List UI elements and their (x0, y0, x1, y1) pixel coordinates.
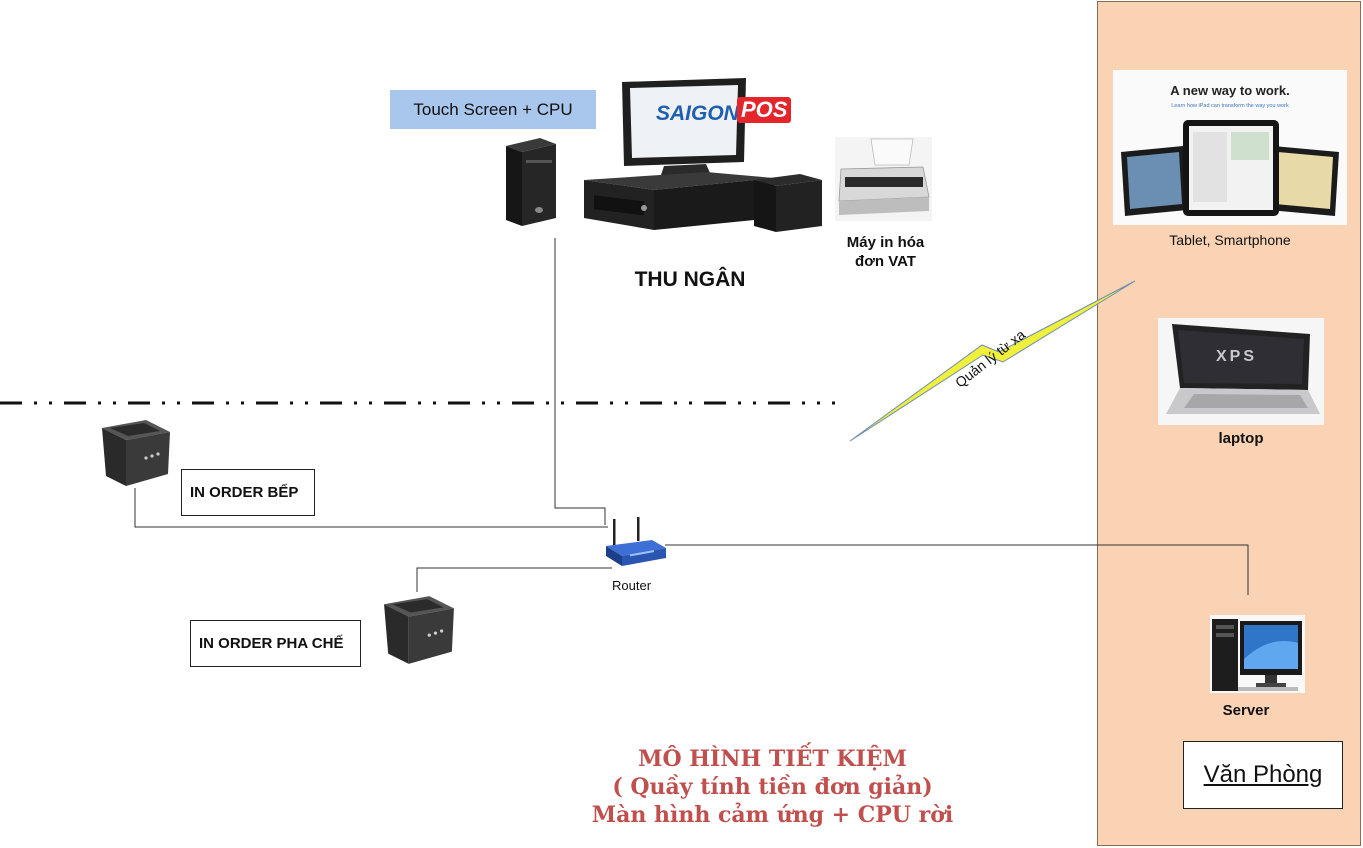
laptop-brand: XPS (1216, 348, 1258, 365)
vat-printer-label: Máy in hóa đơn VAT (838, 233, 933, 271)
laptop-image: XPS (1158, 318, 1324, 425)
pos-terminal-icon (584, 78, 774, 230)
kitchen-printer-icon (102, 420, 170, 486)
router-icon (606, 517, 666, 566)
diagram-title: MÔ HÌNH TIẾT KIỆM ( Quầy tính tiền đơn g… (560, 745, 985, 829)
cashier-label: THU NGÂN (634, 268, 746, 291)
vat-printer-icon (835, 137, 932, 221)
saigonpos-logo: SAIGON POS (642, 94, 792, 134)
ipad-devices-icon (1121, 120, 1339, 216)
laptop-label: laptop (1218, 430, 1264, 447)
tablet-ad-sub: Learn how iPad can transform the way you… (1171, 103, 1289, 109)
receipt-printer-icon (754, 174, 822, 232)
vat-printer-label-line2: đơn VAT (855, 253, 916, 270)
router-label: Router (612, 578, 652, 593)
kitchen-order-label: IN ORDER BẾP (181, 469, 315, 516)
server-label: Server (1222, 702, 1270, 719)
tablet-image: A new way to work. Learn how iPad can tr… (1113, 70, 1347, 225)
title-line-1: MÔ HÌNH TIẾT KIỆM (638, 746, 907, 772)
cpu-tower-icon (506, 138, 556, 226)
tablet-label: Tablet, Smartphone (1169, 232, 1291, 248)
cpu-router-cable (554, 238, 606, 525)
bar-printer-icon (384, 596, 454, 664)
server-image (1210, 615, 1305, 693)
vat-printer-label-line1: Máy in hóa (846, 234, 925, 251)
title-line-3: Màn hình cảm ứng + CPU rời (591, 802, 954, 828)
bar-order-label: IN ORDER PHA CHẾ (190, 620, 361, 667)
server-cable (665, 544, 1249, 595)
tablet-ad-headline: A new way to work. (1170, 83, 1290, 98)
server-computer-icon (1212, 619, 1302, 691)
saigonpos-logo-pos: POS (737, 97, 792, 123)
office-label: Văn Phòng (1183, 741, 1343, 809)
laptop-icon (1166, 324, 1320, 414)
kitchen-printer-cable (134, 488, 608, 528)
bar-printer-cable (416, 567, 612, 592)
lightning-bolt (849, 280, 1136, 442)
touch-screen-label: Touch Screen + CPU (390, 90, 596, 129)
saigonpos-logo-saigon: SAIGON (656, 102, 739, 125)
title-line-2: ( Quầy tính tiền đơn giản) (612, 774, 933, 800)
